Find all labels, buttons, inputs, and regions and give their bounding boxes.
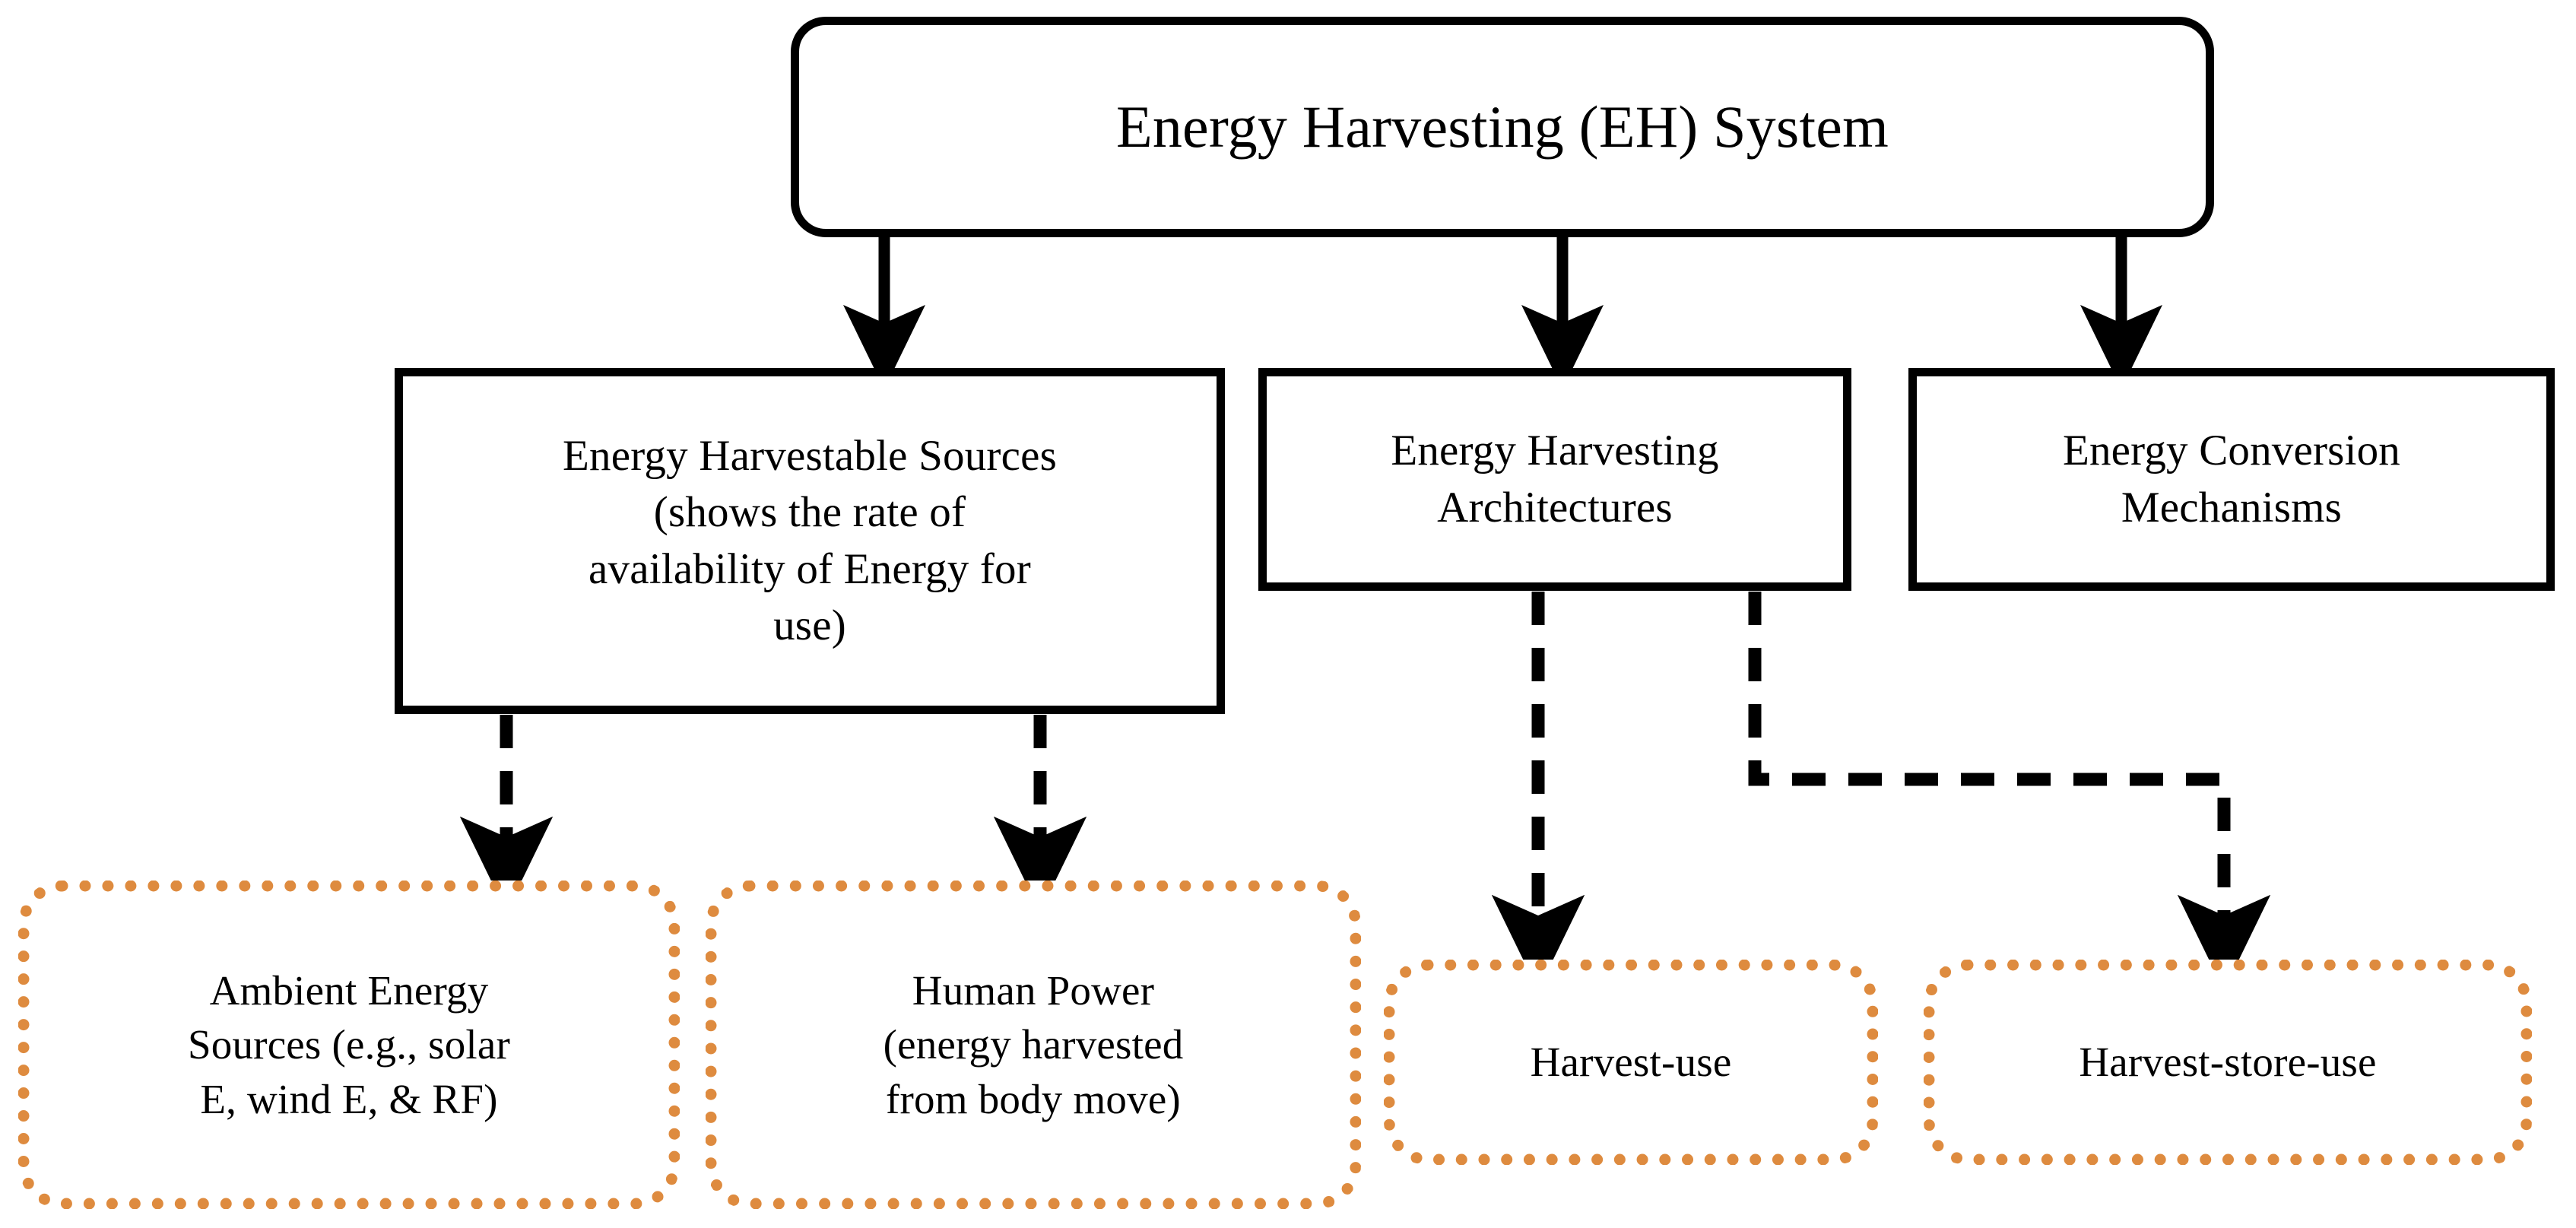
node-label-line: Sources (e.g., solar	[187, 1021, 511, 1068]
node-label: Ambient Energy Sources (e.g., solar E, w…	[180, 963, 518, 1127]
node-label-line: from body move)	[886, 1075, 1181, 1122]
node-label-line: use)	[773, 601, 846, 649]
node-label: Energy Harvesting Architectures	[1383, 423, 1726, 535]
node-label-line: Architectures	[1437, 483, 1673, 531]
node-label-line: E, wind E, & RF)	[200, 1075, 498, 1122]
node-label: Energy Harvesting (EH) System	[1116, 94, 1889, 160]
node-label-line: availability of Energy for	[588, 544, 1031, 593]
node-label-line: Ambient Energy	[209, 966, 489, 1014]
node-label-line: Human Power	[912, 966, 1155, 1014]
node-label-line: Energy Conversion	[2062, 427, 2401, 475]
node-label: Harvest-use	[1530, 1039, 1732, 1086]
node-label-line: Energy Harvestable Sources	[563, 432, 1057, 481]
node-label-line: Energy Harvesting	[1391, 427, 1719, 475]
node-label-line: Mechanisms	[2121, 483, 2343, 531]
node-label: Human Power (energy harvested from body …	[876, 963, 1191, 1127]
node-harvest-store-use[interactable]: Harvest-store-use	[1924, 960, 2532, 1165]
node-label-line: (energy harvested	[883, 1021, 1184, 1068]
node-ambient-energy-sources[interactable]: Ambient Energy Sources (e.g., solar E, w…	[18, 881, 680, 1209]
node-label-line: (shows the rate of	[653, 488, 966, 537]
node-energy-harvesting-system[interactable]: Energy Harvesting (EH) System	[791, 17, 2214, 237]
edge-architectures-to-harvest-store-use	[1748, 592, 2271, 991]
node-human-power[interactable]: Human Power (energy harvested from body …	[706, 881, 1361, 1209]
node-label: Harvest-store-use	[2079, 1039, 2377, 1086]
node-energy-harvesting-architectures[interactable]: Energy Harvesting Architectures	[1258, 368, 1851, 591]
node-label: Energy Conversion Mechanisms	[2055, 423, 2408, 535]
node-energy-conversion-mechanisms[interactable]: Energy Conversion Mechanisms	[1908, 368, 2555, 591]
node-harvest-use[interactable]: Harvest-use	[1384, 960, 1878, 1165]
node-energy-harvestable-sources[interactable]: Energy Harvestable Sources (shows the ra…	[395, 368, 1225, 714]
node-label: Energy Harvestable Sources (shows the ra…	[555, 428, 1064, 653]
